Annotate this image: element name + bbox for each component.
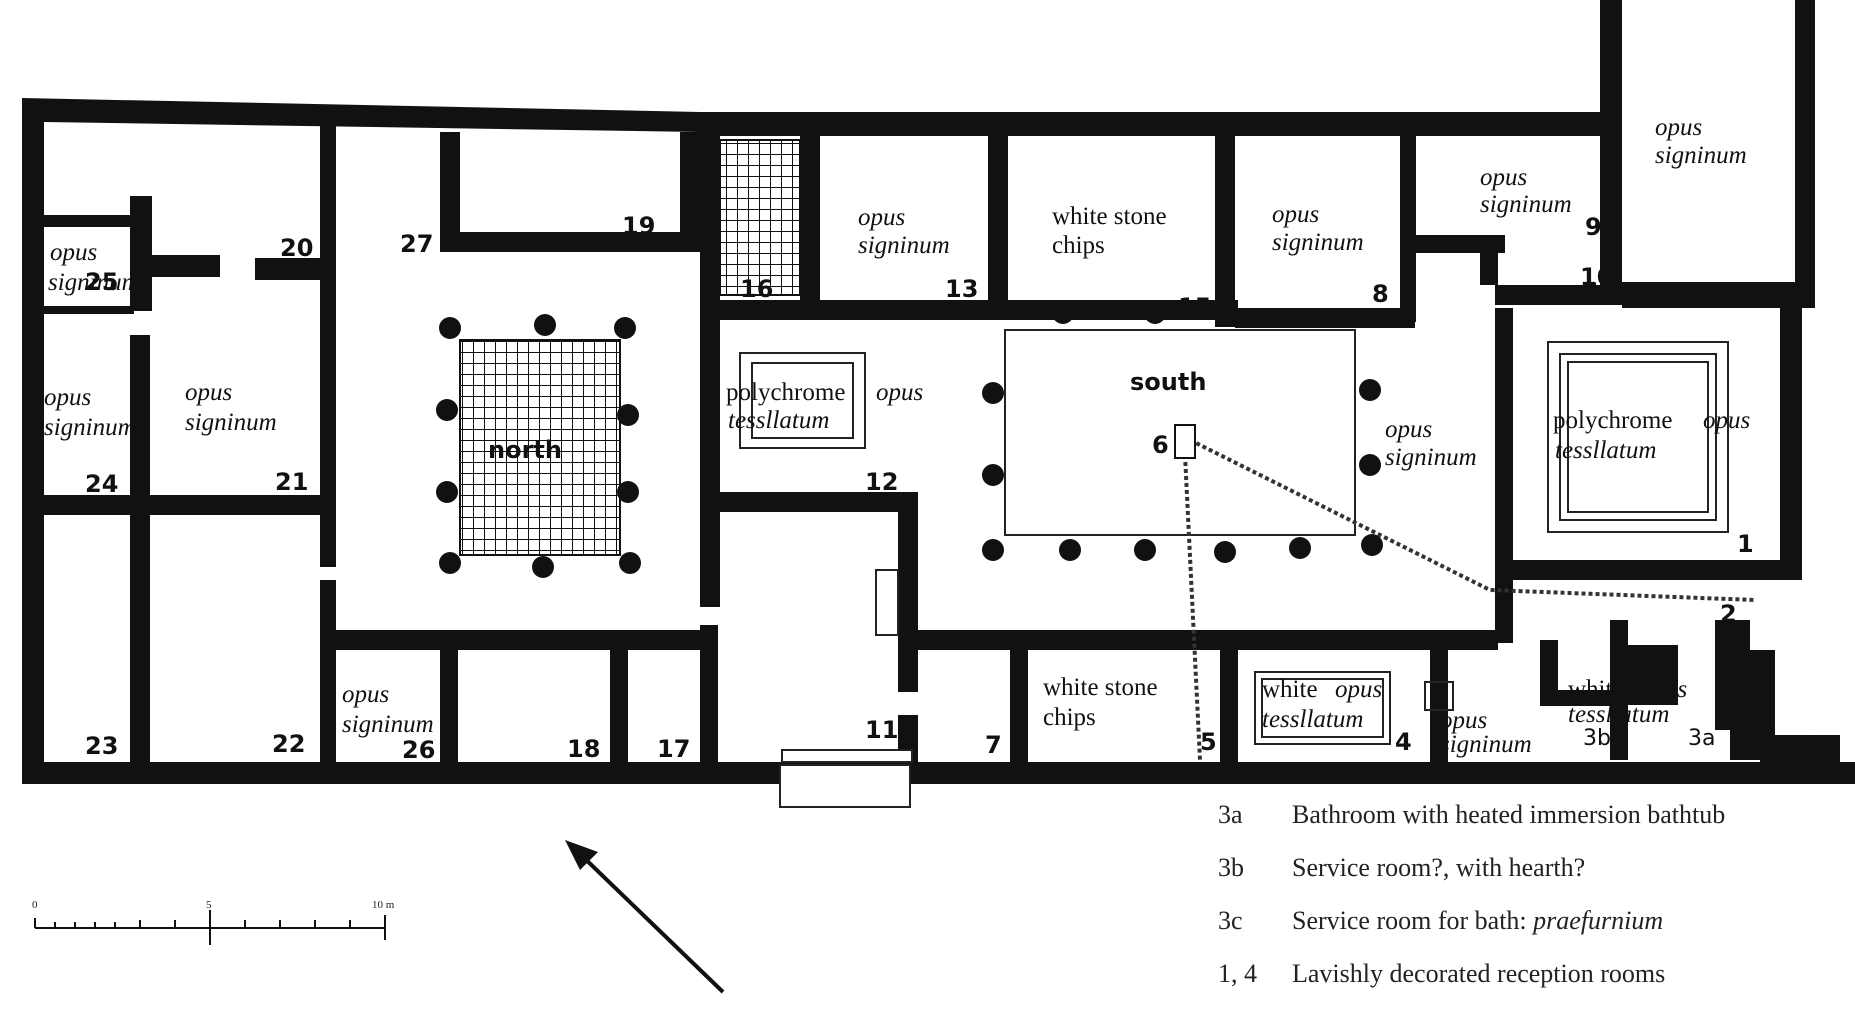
floor-label-3a-white: white	[1568, 676, 1624, 703]
room-number-21: 21	[275, 468, 308, 496]
north-peristyle-label: north	[488, 436, 562, 464]
scale-label-10m: 10 m	[372, 899, 395, 911]
outer-walls	[22, 0, 1855, 784]
room-number-3b: 3b	[1583, 726, 1611, 751]
floor-label-13-opus: opus	[858, 204, 905, 231]
room-number-4: 4	[1395, 728, 1412, 756]
legend-text: Service room?, with hearth?	[1292, 853, 1586, 882]
legend-text: Service room for bath: praefurnium	[1292, 906, 1663, 936]
mosaic-frames	[739, 341, 1729, 745]
floor-label-4-opus: opus	[1335, 676, 1382, 703]
floor-label-8-opus: opus	[1272, 201, 1319, 228]
room-number-16: 16	[740, 275, 773, 303]
floor-label-26-signinum: signinum	[342, 711, 434, 738]
room-number-3c: 3c	[1808, 733, 1834, 758]
room-number-12: 12	[865, 468, 898, 496]
floor-label-4-white: white	[1262, 676, 1318, 703]
interior-walls	[44, 122, 1800, 765]
floor-label-peristyle-opus: opus	[1385, 416, 1432, 443]
staircase	[680, 115, 700, 231]
floor-label-12-polychrome: polychrome	[726, 379, 845, 406]
floor-label-26-opus: opus	[342, 681, 389, 708]
floor-label-peristyle-signinum: signinum	[1385, 444, 1477, 471]
room-number-20: 20	[280, 234, 313, 262]
floor-label-8-signinum: signinum	[1272, 229, 1364, 256]
room-number-19: 19	[622, 212, 655, 240]
scale-bar	[34, 910, 386, 945]
legend-text-italic: praefurnium	[1533, 906, 1664, 935]
north-peristyle-pool	[459, 339, 621, 556]
room-number-24: 24	[85, 470, 118, 498]
floor-label-21-opus: opus	[185, 379, 232, 406]
legend-item-3a: 3a Bathroom with heated immersion bathtu…	[1218, 800, 1838, 853]
room-number-18: 18	[567, 735, 600, 763]
columns	[436, 302, 1383, 578]
room-number-2: 2	[1720, 600, 1737, 628]
floor-label-21-signinum: signinum	[185, 409, 277, 436]
floor-label-12-opus: opus	[876, 379, 923, 406]
room-number-3a: 3a	[1688, 726, 1715, 751]
room-16-grid-floor	[719, 139, 801, 296]
legend-key: 3a	[1218, 800, 1243, 829]
legend-text: Bathroom with heated immersion bathtub	[1292, 800, 1726, 829]
room-number-26: 26	[402, 736, 435, 764]
room-legend: 3a Bathroom with heated immersion bathtu…	[1218, 800, 1838, 1012]
legend-key: 1, 4	[1218, 959, 1257, 988]
room-number-1: 1	[1737, 530, 1754, 558]
room-number-11: 11	[865, 716, 898, 744]
legend-text-plain: Service room for bath:	[1292, 906, 1534, 935]
floor-label-24-signinum: signinum	[44, 414, 136, 441]
floor-label-9-opus: opus	[1480, 164, 1527, 191]
legend-item-1-4: 1, 4 Lavishly decorated reception rooms	[1218, 959, 1838, 1012]
legend-key: 3b	[1218, 853, 1244, 882]
room-number-8: 8	[1372, 280, 1389, 308]
drain-channels	[1183, 438, 1756, 761]
floor-label-3a-opus: opus	[1640, 676, 1687, 703]
floor-label-25-signinum: signinum	[48, 269, 140, 296]
room-number-9: 9	[1585, 213, 1602, 241]
floor-label-1-opus: opus	[1703, 407, 1750, 434]
floor-label-12-tessllatum: tessllatum	[728, 407, 829, 434]
floor-label-9-signinum: signinum	[1480, 191, 1572, 218]
room-number-25: 25	[85, 268, 118, 296]
legend-item-3b: 3b Service room?, with hearth?	[1218, 853, 1838, 906]
entrance-steps	[779, 569, 913, 808]
room-number-6: 6	[1152, 431, 1169, 459]
room-6-basin	[1174, 424, 1196, 459]
floor-label-3b-signinum: signinum	[1440, 731, 1532, 758]
room-number-7: 7	[985, 731, 1002, 759]
room-number-14: 14	[1585, 278, 1618, 306]
floor-label-15-chips: chips	[1052, 232, 1105, 259]
scale-label-5: 5	[206, 899, 212, 911]
floor-label-1-tessllatum: tessllatum	[1555, 437, 1656, 464]
floor-label-14-opus: opus	[1655, 114, 1702, 141]
legend-item-3c: 3c Service room for bath: praefurnium	[1218, 906, 1838, 959]
floor-label-24-opus: opus	[44, 384, 91, 411]
floor-label-5-chips: chips	[1043, 704, 1096, 731]
room-number-13: 13	[945, 275, 978, 303]
floor-label-3b-opus: opus	[1440, 707, 1487, 734]
room-number-10: 10	[1580, 263, 1613, 291]
south-peristyle-pool	[1004, 329, 1356, 536]
room-number-23: 23	[85, 732, 118, 760]
floor-label-4-tessllatum: tessllatum	[1262, 706, 1363, 733]
room-number-15: 15	[1178, 293, 1211, 321]
floor-label-25-opus: opus	[50, 239, 97, 266]
room-number-27: 27	[400, 230, 433, 258]
floor-label-3a-tessllatum: tessllatum	[1568, 701, 1669, 728]
floor-label-13-signinum: signinum	[858, 232, 950, 259]
floor-label-5-white-stone: white stone	[1043, 674, 1158, 701]
scale-label-0: 0	[32, 899, 38, 911]
room-number-22: 22	[272, 730, 305, 758]
south-peristyle-label: south	[1130, 368, 1206, 396]
legend-key: 3c	[1218, 906, 1243, 935]
floor-label-15-white-stone: white stone	[1052, 203, 1167, 230]
room-number-17: 17	[657, 735, 690, 763]
north-arrow-icon	[565, 840, 725, 994]
room-number-5: 5	[1200, 728, 1217, 756]
legend-text: Lavishly decorated reception rooms	[1292, 959, 1666, 988]
floor-label-1-polychrome: polychrome	[1553, 407, 1672, 434]
floor-label-14-signinum: signinum	[1655, 142, 1747, 169]
